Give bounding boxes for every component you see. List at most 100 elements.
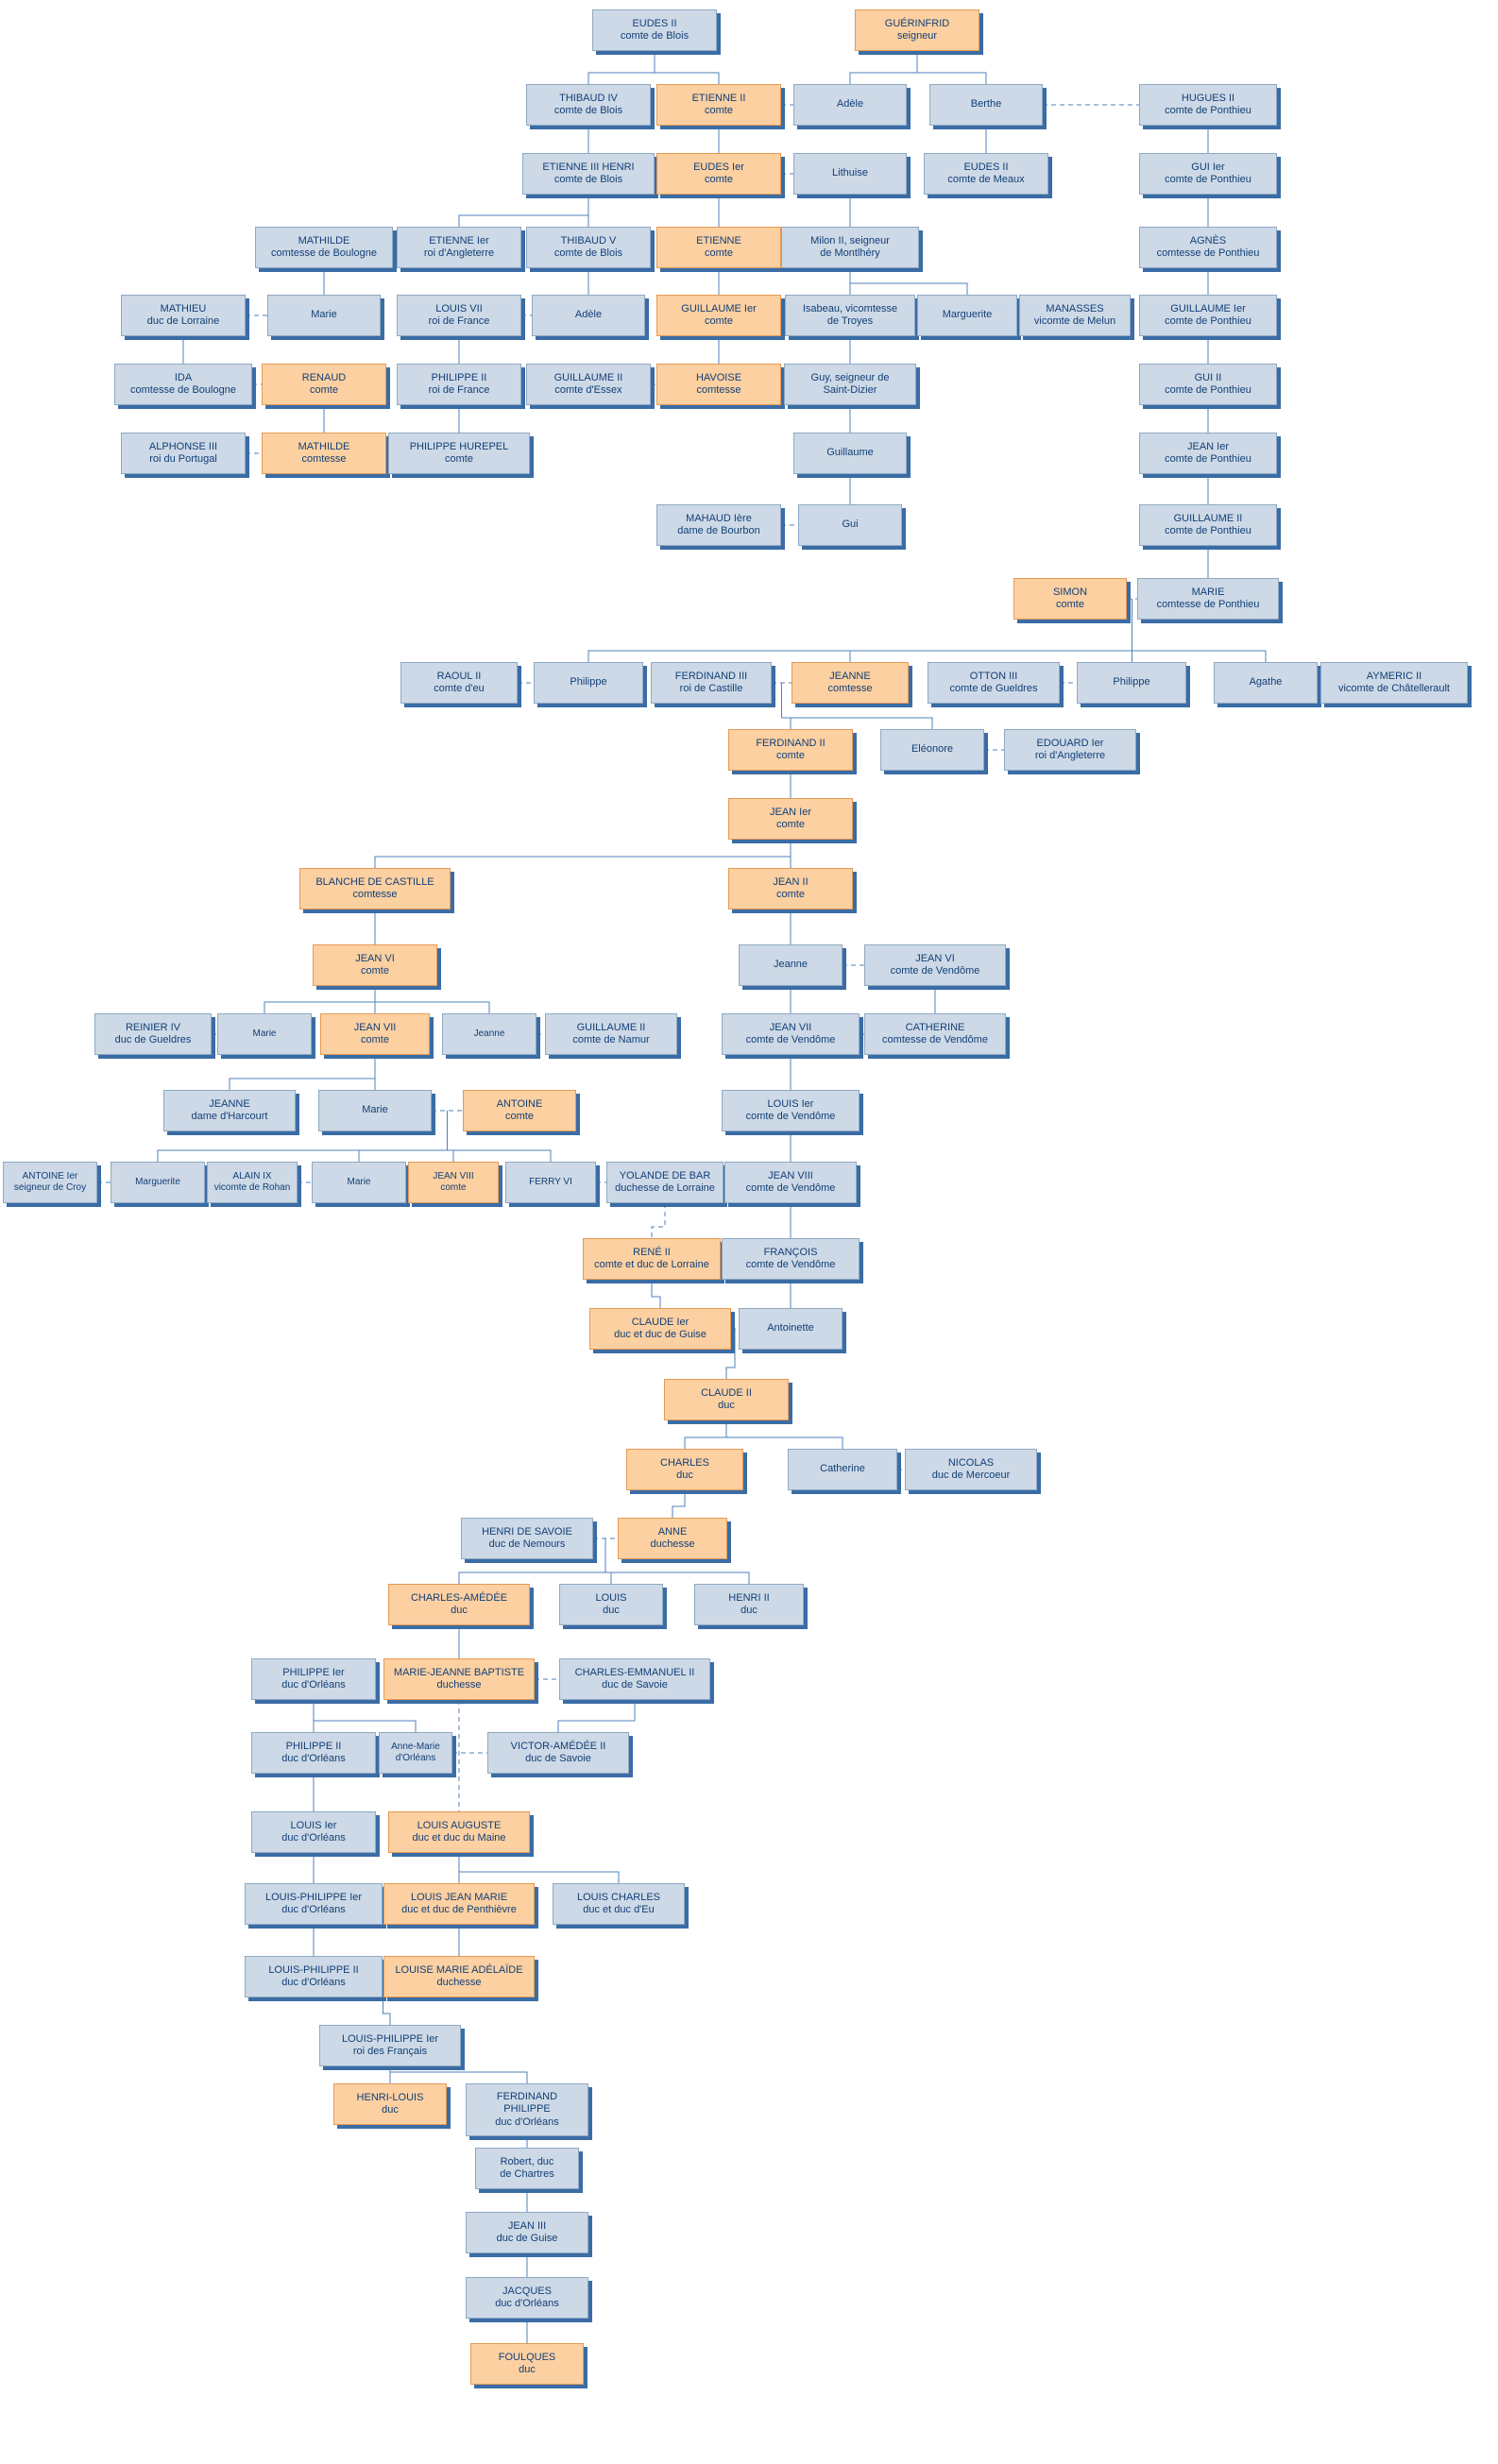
tree-node-marie1[interactable]: Marie <box>267 295 381 336</box>
tree-node-marieV[interactable]: Marie <box>312 1162 406 1203</box>
tree-node-marguerite1[interactable]: Marguerite <box>917 295 1017 336</box>
tree-node-eleonore[interactable]: Eléonore <box>880 729 984 771</box>
tree-node-jeanneH[interactable]: Jeanne <box>442 1013 536 1055</box>
tree-node-philippeD2[interactable]: Philippe <box>1077 662 1186 704</box>
tree-node-marieH2[interactable]: Marie <box>318 1090 432 1131</box>
tree-node-antoinette[interactable]: Antoinette <box>739 1308 843 1350</box>
tree-node-berthe[interactable]: Berthe <box>929 84 1043 126</box>
tree-node-adele2[interactable]: Adèle <box>532 295 645 336</box>
tree-node-lithuise[interactable]: Lithuise <box>793 153 907 195</box>
tree-node-margueriteV[interactable]: Marguerite <box>111 1162 205 1203</box>
tree-node-catherineG[interactable]: Catherine <box>788 1449 897 1490</box>
tree-node-guillaumeSD[interactable]: Guillaume <box>793 433 907 474</box>
tree-node-guiSD[interactable]: Gui <box>798 504 902 546</box>
tree-node-jeanneA[interactable]: Jeanne <box>739 944 843 986</box>
tree-node-agathe[interactable]: Agathe <box>1214 662 1318 704</box>
tree-node-philippeD1[interactable]: Philippe <box>534 662 643 704</box>
tree-node-adele1[interactable]: Adèle <box>793 84 907 126</box>
tree-node-ferry6[interactable]: FERRY VI <box>505 1162 596 1203</box>
